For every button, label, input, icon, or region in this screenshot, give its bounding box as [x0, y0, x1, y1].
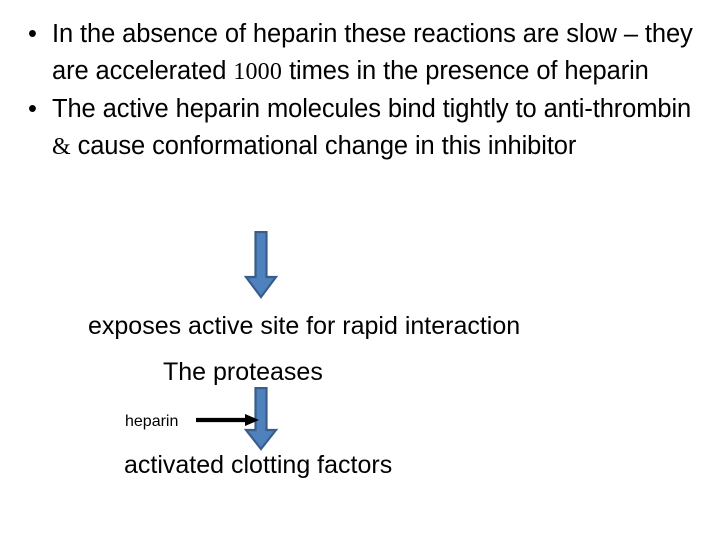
list-item: • The active heparin molecules bind tight… — [18, 91, 702, 166]
bullet-marker: • — [28, 95, 37, 123]
bullet-list: • In the absence of heparin these reactio… — [18, 16, 702, 166]
flow-text-exposes: exposes active site for rapid interactio… — [88, 312, 521, 340]
down-block-arrow-icon — [243, 387, 279, 451]
bullet-text-number: 1000 — [233, 59, 283, 85]
bullet-text-segment: The active heparin molecules bind tightl… — [52, 95, 692, 123]
flow-text-proteases: The proteases — [163, 358, 323, 386]
down-block-arrow-icon — [243, 231, 279, 299]
bullet-text-ampersand: & — [52, 134, 71, 160]
bullet-marker: • — [28, 20, 37, 48]
right-line-arrow-icon — [196, 414, 259, 426]
bullet-text-segment: cause conformational change in this inhi… — [70, 132, 577, 160]
flow-text-activated: activated clotting factors — [124, 451, 393, 479]
bullet-text-segment: times in the presence of heparin — [282, 57, 649, 85]
list-item: • In the absence of heparin these reactio… — [18, 16, 702, 91]
flow-label-heparin: heparin — [125, 413, 179, 430]
bullet-text-segment: In the absence of heparin these reaction… — [52, 20, 693, 85]
